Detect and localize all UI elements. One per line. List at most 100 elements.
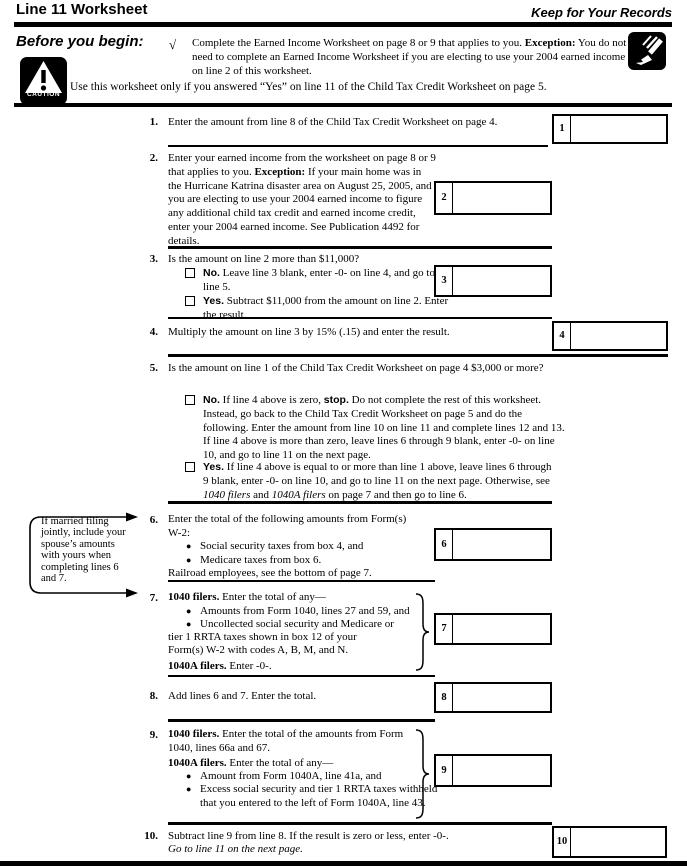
- checkmark-icon: √: [169, 37, 177, 52]
- filers-1040-ref: 1040 filers: [203, 488, 251, 501]
- line-6-amount-box[interactable]: 6: [434, 528, 552, 561]
- line-7-continuation-1: tier 1 RRTA taxes shown in box 12 of you…: [168, 631, 357, 643]
- line-7-bullet-2: ●Uncollected social security and Medicar…: [185, 618, 435, 632]
- line-9-bullet-2: ●Excess social security and tier 1 RRTA …: [185, 783, 440, 811]
- yes-checkbox[interactable]: [185, 296, 195, 306]
- line-7-brace: [414, 593, 432, 676]
- line-5-question: Is the amount on line 1 of the Child Tax…: [168, 362, 544, 374]
- line-10-amount-input[interactable]: [571, 828, 665, 856]
- line-6-number: 6.: [149, 514, 158, 526]
- separator: [168, 501, 552, 504]
- no-text: Leave line 3 blank, enter -0- on line 4,…: [203, 267, 435, 293]
- line-1-amount-input[interactable]: [571, 116, 666, 142]
- no-checkbox[interactable]: [185, 395, 195, 405]
- line-4-text: Multiply the amount on line 3 by 15% (.1…: [168, 326, 450, 338]
- records-pencil-icon: [628, 32, 666, 75]
- separator: [168, 145, 548, 147]
- line-3-amount-input[interactable]: [453, 267, 550, 295]
- no-checkbox[interactable]: [185, 268, 195, 278]
- yes-text-3: on page 7 and then go to line 6.: [325, 488, 467, 501]
- bullet-icon: ●: [186, 606, 192, 616]
- page-title: Line 11 Worksheet: [16, 1, 148, 18]
- bullet-text: Medicare taxes from box 6.: [200, 554, 322, 566]
- line-2-text-lead: Enter your earned income from the worksh…: [168, 152, 436, 178]
- before-you-begin-label: Before you begin:: [16, 33, 144, 50]
- before-note-rest: You do not need to complete an Earned In…: [192, 37, 627, 77]
- yes-label: Yes.: [203, 461, 225, 473]
- before-note: Complete the Earned Income Worksheet on …: [192, 37, 632, 78]
- line-3-question: Is the amount on line 2 more than $11,00…: [168, 253, 360, 265]
- keep-for-records-label: Keep for Your Records: [531, 5, 672, 20]
- line-7-continuation-2: Form(s) W-2 with codes A, B, M, and N.: [168, 644, 349, 656]
- filers-1040a-label: 1040A filers.: [168, 757, 227, 769]
- line-2-amount-box[interactable]: 2: [434, 181, 552, 215]
- line-2-number: 2.: [149, 152, 158, 164]
- filers-1040a-ref: 1040A filers: [271, 488, 326, 501]
- line-10-goto-note: Go to line 11 on the next page.: [168, 843, 303, 855]
- line-8-amount-box[interactable]: 8: [434, 682, 552, 713]
- line-7-amount-box[interactable]: 7: [434, 613, 552, 645]
- bullet-icon: ●: [186, 784, 192, 794]
- before-note-lead: Complete the Earned Income Worksheet on …: [192, 37, 525, 49]
- line-7-number: 7.: [149, 592, 158, 604]
- line-9-1040a-note: 1040A filers. Enter the total of any—: [168, 757, 426, 771]
- line-6-bullet-1: ● Social security taxes from box 4, and: [185, 540, 435, 554]
- line-8-box-label: 8: [436, 684, 453, 711]
- line-2-amount-input[interactable]: [453, 183, 550, 213]
- line-7-text: 1040 filers. Enter the total of any—: [168, 591, 428, 605]
- line-9-brace: [414, 729, 432, 824]
- line-9-bullet-1: ●Amount from Form 1040A, line 41a, and: [185, 770, 435, 784]
- married-filing-callout-text: If married filing jointly, include your …: [41, 516, 126, 585]
- line-4-box-label: 4: [554, 323, 571, 349]
- stop-label: stop.: [323, 394, 349, 406]
- line-10-amount-box[interactable]: 10: [552, 826, 667, 858]
- line-2-text-rest: If your main home was in the Hurricane K…: [168, 165, 432, 247]
- bullet-icon: ●: [186, 555, 192, 565]
- no-text-1: If line 4 above is zero,: [219, 394, 324, 406]
- line-9-amount-input[interactable]: [453, 756, 550, 785]
- line-10-box-label: 10: [554, 828, 571, 856]
- before-note-exception: Exception:: [524, 37, 576, 49]
- line-9-1040a-rest: Enter the total of any—: [226, 757, 334, 769]
- line-4-amount-input[interactable]: [571, 323, 666, 349]
- bullet-text: Amounts from Form 1040, lines 27 and 59,…: [200, 605, 410, 617]
- separator: [168, 822, 552, 825]
- line-9-text-rest: Enter the total of the amounts from Form…: [168, 728, 404, 754]
- married-filing-callout-bracket: [25, 511, 139, 604]
- separator: [168, 354, 668, 357]
- line-1-number: 1.: [149, 116, 158, 128]
- line-7-bullet-1: ● Amounts from Form 1040, lines 27 and 59…: [185, 605, 435, 619]
- line-3-amount-box[interactable]: 3: [434, 265, 552, 297]
- line-9-amount-box[interactable]: 9: [434, 754, 552, 787]
- line-1-text: Enter the amount from line 8 of the Chil…: [168, 116, 498, 128]
- bullet-icon: ●: [186, 541, 192, 551]
- line-6-amount-input[interactable]: [453, 530, 550, 559]
- line-7-amount-input[interactable]: [453, 615, 550, 643]
- yes-text-1: If line 4 above is equal to or more than…: [203, 461, 552, 487]
- line-3-box-label: 3: [436, 267, 453, 295]
- line-8-number: 8.: [149, 690, 158, 702]
- line-1-box-label: 1: [554, 116, 571, 142]
- line-6-railroad-note: Railroad employees, see the bottom of pa…: [168, 567, 372, 579]
- line-1-amount-box[interactable]: 1: [552, 114, 668, 144]
- separator: [168, 675, 435, 677]
- separator: [168, 580, 435, 582]
- section-rule: [14, 103, 672, 107]
- yes-checkbox[interactable]: [185, 462, 195, 472]
- caution-label: CAUTION: [26, 91, 61, 99]
- line-8-amount-input[interactable]: [453, 684, 550, 711]
- filers-1040a-label: 1040A filers.: [168, 660, 227, 672]
- bullet-text: Uncollected social security and Medicare…: [200, 618, 394, 630]
- line-3-number: 3.: [149, 253, 158, 265]
- separator: [168, 719, 435, 722]
- line-4-amount-box[interactable]: 4: [552, 321, 668, 351]
- bullet-text: Social security taxes from box 4, and: [200, 540, 364, 552]
- line-3-no-option: No. Leave line 3 blank, enter -0- on lin…: [185, 267, 441, 295]
- line-4-number: 4.: [149, 326, 158, 338]
- line-7-text-rest: Enter the total of any—: [219, 591, 326, 603]
- bullet-text: Amount from Form 1040A, line 41a, and: [200, 770, 382, 782]
- header-rule: [14, 22, 672, 27]
- yes-label: Yes.: [203, 295, 225, 307]
- line-2-exception-label: Exception:: [254, 165, 306, 178]
